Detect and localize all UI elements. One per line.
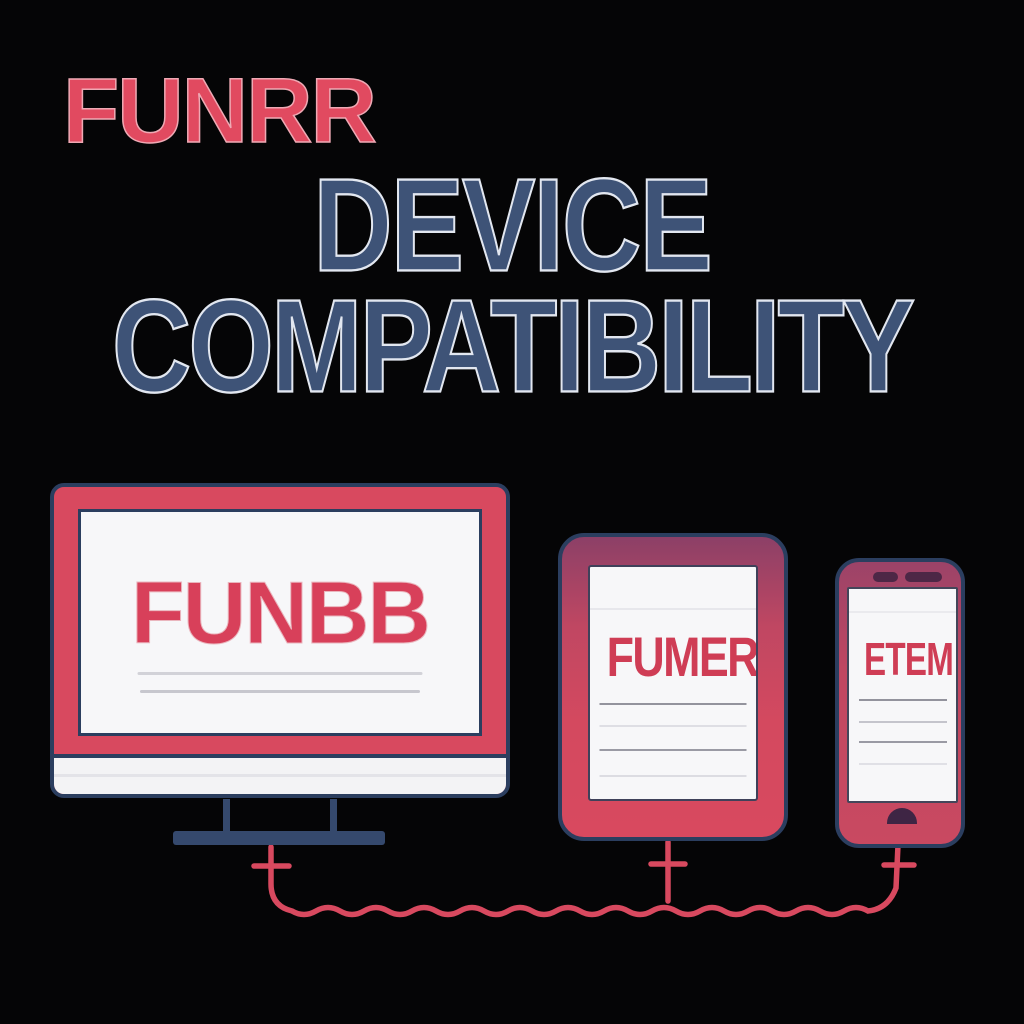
monitor-stand-leg <box>223 799 230 832</box>
phone-screen: ETEM <box>847 587 958 803</box>
phone-speaker-icon <box>905 572 942 582</box>
tablet-header-line <box>590 608 756 610</box>
tablet-placeholder-line <box>599 703 747 705</box>
main-title: DEVICE COMPATIBILITY <box>0 151 1024 413</box>
phone-home-button-icon <box>887 808 917 824</box>
title-line-1: DEVICE <box>312 151 714 300</box>
phone-placeholder-line <box>858 763 947 765</box>
monitor-bezel: FUNBB <box>54 487 506 754</box>
brand-logo: FUNRR <box>62 60 377 162</box>
tablet-placeholder-line <box>599 775 747 777</box>
tablet-screen: FUMER <box>588 565 758 801</box>
cable-wave-path <box>268 842 901 918</box>
tablet: FUMER <box>558 533 788 841</box>
phone-header-line <box>849 611 956 613</box>
phone-placeholder-line <box>858 699 947 701</box>
tablet-placeholder-line <box>599 749 747 751</box>
monitor-screen-title: FUNBB <box>131 563 432 662</box>
monitor-chin-line <box>54 774 506 777</box>
phone-speaker-icon <box>873 572 898 582</box>
monitor-chin <box>54 754 506 794</box>
title-line-2: COMPATIBILITY <box>111 272 916 421</box>
desktop-monitor: FUNBB <box>50 483 510 798</box>
monitor-stand-base <box>173 831 385 845</box>
monitor-screen: FUNBB <box>78 509 482 736</box>
tablet-screen-title: FUMER <box>606 625 758 688</box>
connector-crossbars <box>251 861 917 869</box>
monitor-placeholder-line <box>140 690 420 693</box>
smartphone: ETEM <box>835 558 965 848</box>
monitor-placeholder-line <box>137 672 423 675</box>
phone-screen-title: ETEM <box>863 633 954 685</box>
monitor-stand-leg <box>330 799 337 832</box>
phone-placeholder-line <box>858 741 947 743</box>
phone-placeholder-line <box>858 721 947 723</box>
tablet-placeholder-line <box>599 725 747 727</box>
